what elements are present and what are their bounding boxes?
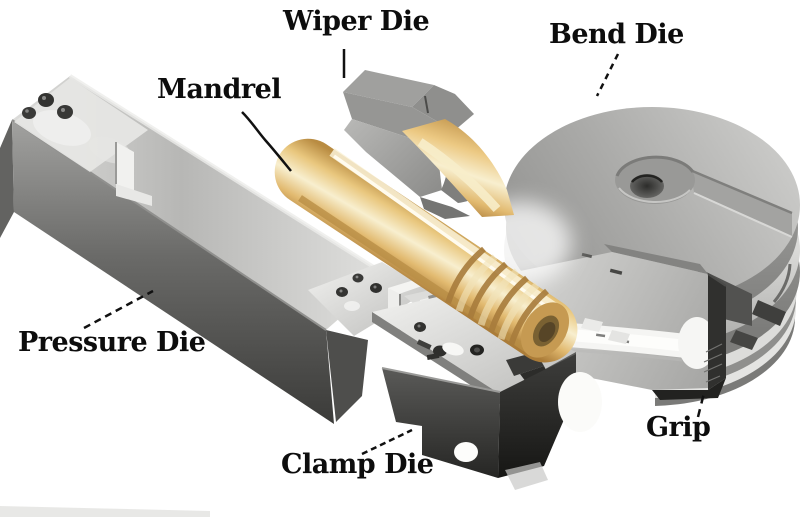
mandrel-ring-grooves [445, 246, 549, 346]
pressure-die-front-face [12, 120, 334, 424]
bottom-edge-artifact [0, 506, 210, 517]
pressure-die-notch [116, 142, 134, 196]
bend-die-center-hole [630, 174, 664, 198]
pressure-die-leader-line [83, 289, 154, 330]
mandrel-part [274, 138, 578, 363]
bend-die-top-face [504, 107, 800, 303]
clamp-die-side-face [498, 354, 576, 478]
label-clamp-die: Clamp Die [281, 449, 434, 480]
label-pressure-die: Pressure Die [18, 327, 206, 358]
bend-die-leader-line [595, 53, 620, 97]
grip-groove-end [678, 317, 716, 369]
clamp-die-fasteners [414, 322, 484, 360]
wiper-die-slit [424, 95, 429, 114]
grip-top-face [604, 244, 708, 274]
pressure-die-bolt-plate [308, 262, 430, 336]
grip-side-face [708, 274, 726, 390]
mandrel-leader-line [241, 111, 292, 172]
pressure-die-end-face [0, 120, 14, 238]
pressure-die-bolts-left [22, 93, 73, 119]
wiper-die-part [343, 70, 514, 219]
clamp-die-tube-cutout [558, 372, 602, 432]
label-grip: Grip [646, 412, 711, 443]
label-bend-die: Bend Die [549, 19, 684, 50]
grip-leader-line [696, 392, 706, 418]
pressure-die-part [0, 74, 430, 424]
grip-bottom-face [652, 378, 726, 400]
leader-lines [83, 49, 706, 456]
label-wiper-die: Wiper Die [283, 6, 430, 37]
pressure-die-bolts-right [336, 273, 382, 297]
wiper-die-top-face [343, 70, 434, 107]
pressure-die-step-bracket [388, 280, 422, 295]
grip-section-hatching [703, 343, 723, 383]
label-mandrel: Mandrel [157, 74, 282, 105]
bend-die-keyway-slot [690, 170, 792, 236]
